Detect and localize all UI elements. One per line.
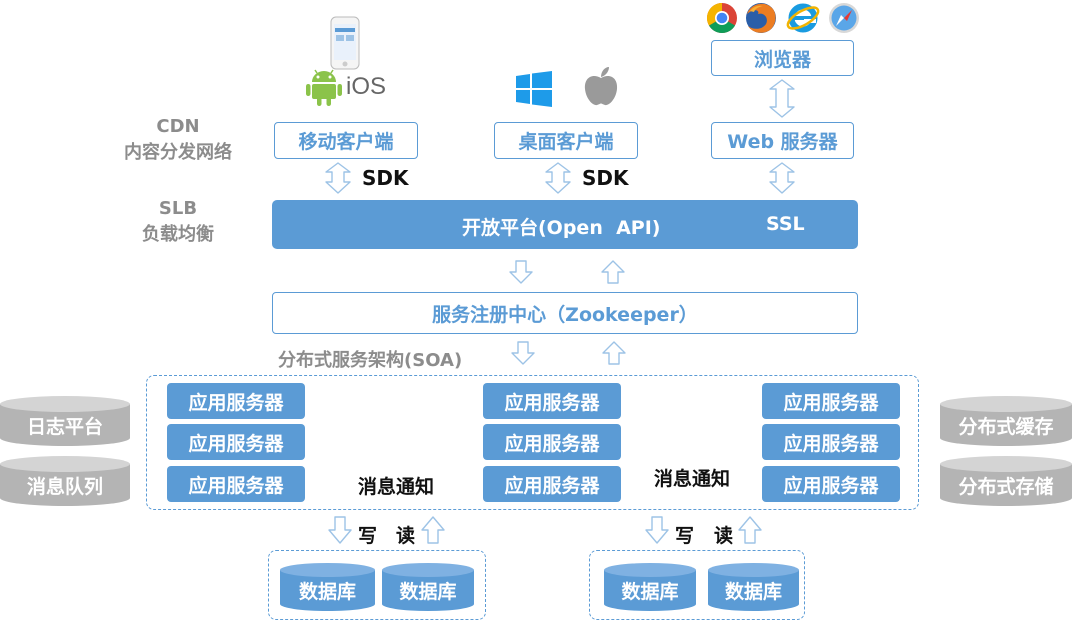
- distributed-storage-label: 分布式存储: [958, 475, 1054, 498]
- chrome-icon: [706, 2, 737, 34]
- double-arrow-icon: [769, 162, 795, 194]
- down-arrow-icon: [509, 260, 533, 284]
- cdn-label: CDN 内容分发网络: [108, 114, 248, 166]
- soa-label: 分布式服务架构(SOA): [278, 350, 463, 371]
- double-arrow-icon: [545, 162, 571, 194]
- database-cylinder: 数据库: [708, 563, 799, 611]
- database-cylinder: 数据库: [382, 563, 474, 611]
- up-arrow-icon: [602, 341, 626, 365]
- database-cylinder: 数据库: [604, 563, 696, 611]
- up-arrow-icon: [601, 260, 625, 284]
- app-server: 应用服务器: [483, 383, 621, 419]
- message-notify-label-1: 消息通知: [358, 476, 435, 498]
- firefox-icon: [746, 3, 776, 33]
- write-label-1: 写: [358, 525, 378, 547]
- slb-label: SLB 负载均衡: [108, 196, 248, 248]
- app-server: 应用服务器: [167, 466, 305, 502]
- desktop-client-box: 桌面客户端: [494, 122, 638, 159]
- safari-icon: [829, 3, 859, 33]
- log-platform-cylinder: 日志平台: [0, 396, 130, 446]
- database-cylinder: 数据库: [280, 563, 375, 611]
- message-queue-cylinder: 消息队列: [0, 456, 130, 506]
- ios-label: iOS: [346, 73, 387, 100]
- down-arrow-icon: [511, 341, 535, 365]
- distributed-storage-cylinder: 分布式存储: [940, 456, 1072, 506]
- message-notify-label-2: 消息通知: [654, 468, 731, 490]
- message-queue-label: 消息队列: [26, 475, 103, 498]
- write-label-2: 写: [675, 525, 695, 547]
- apple-icon: [584, 67, 618, 106]
- web-server-box: Web 服务器: [711, 122, 854, 159]
- distributed-cache-label: 分布式缓存: [958, 415, 1054, 438]
- cdn-label-line2: 内容分发网络: [124, 142, 232, 163]
- windows-icon: [516, 71, 552, 107]
- mobile-client-box: 移动客户端: [274, 122, 418, 159]
- cdn-label-line1: CDN: [156, 116, 200, 137]
- slb-label-line2: 负载均衡: [142, 224, 214, 245]
- app-server: 应用服务器: [483, 466, 621, 502]
- app-server: 应用服务器: [483, 424, 621, 460]
- open-api-label: 开放平台(Open API): [462, 217, 661, 239]
- database-label: 数据库: [298, 580, 356, 603]
- ie-icon: [786, 3, 820, 33]
- app-server: 应用服务器: [167, 383, 305, 419]
- database-label: 数据库: [399, 580, 457, 603]
- database-label: 数据库: [621, 580, 679, 603]
- double-arrow-icon: [325, 162, 351, 194]
- app-server: 应用服务器: [762, 383, 900, 419]
- read-label-2: 读: [714, 525, 734, 547]
- open-api-bar: 开放平台(Open API) SSL: [272, 200, 858, 249]
- sdk-label-mobile: SDK: [362, 166, 409, 190]
- slb-label-line1: SLB: [158, 198, 198, 219]
- double-arrow-icon: [769, 79, 795, 118]
- service-registry-box: 服务注册中心（Zookeeper）: [272, 292, 858, 334]
- ssl-label: SSL: [766, 213, 805, 235]
- browser-box: 浏览器: [711, 40, 854, 76]
- app-server: 应用服务器: [762, 466, 900, 502]
- up-arrow-icon: [421, 516, 445, 544]
- app-server: 应用服务器: [762, 424, 900, 460]
- read-label-1: 读: [396, 525, 416, 547]
- distributed-cache-cylinder: 分布式缓存: [940, 396, 1072, 446]
- up-arrow-icon: [738, 516, 762, 544]
- sdk-label-desktop: SDK: [582, 166, 629, 190]
- down-arrow-icon: [645, 516, 669, 544]
- database-label: 数据库: [724, 580, 782, 603]
- log-platform-label: 日志平台: [26, 415, 103, 438]
- app-server: 应用服务器: [167, 424, 305, 460]
- android-icon: [306, 69, 342, 106]
- down-arrow-icon: [328, 516, 352, 544]
- phone-icon: [330, 16, 360, 70]
